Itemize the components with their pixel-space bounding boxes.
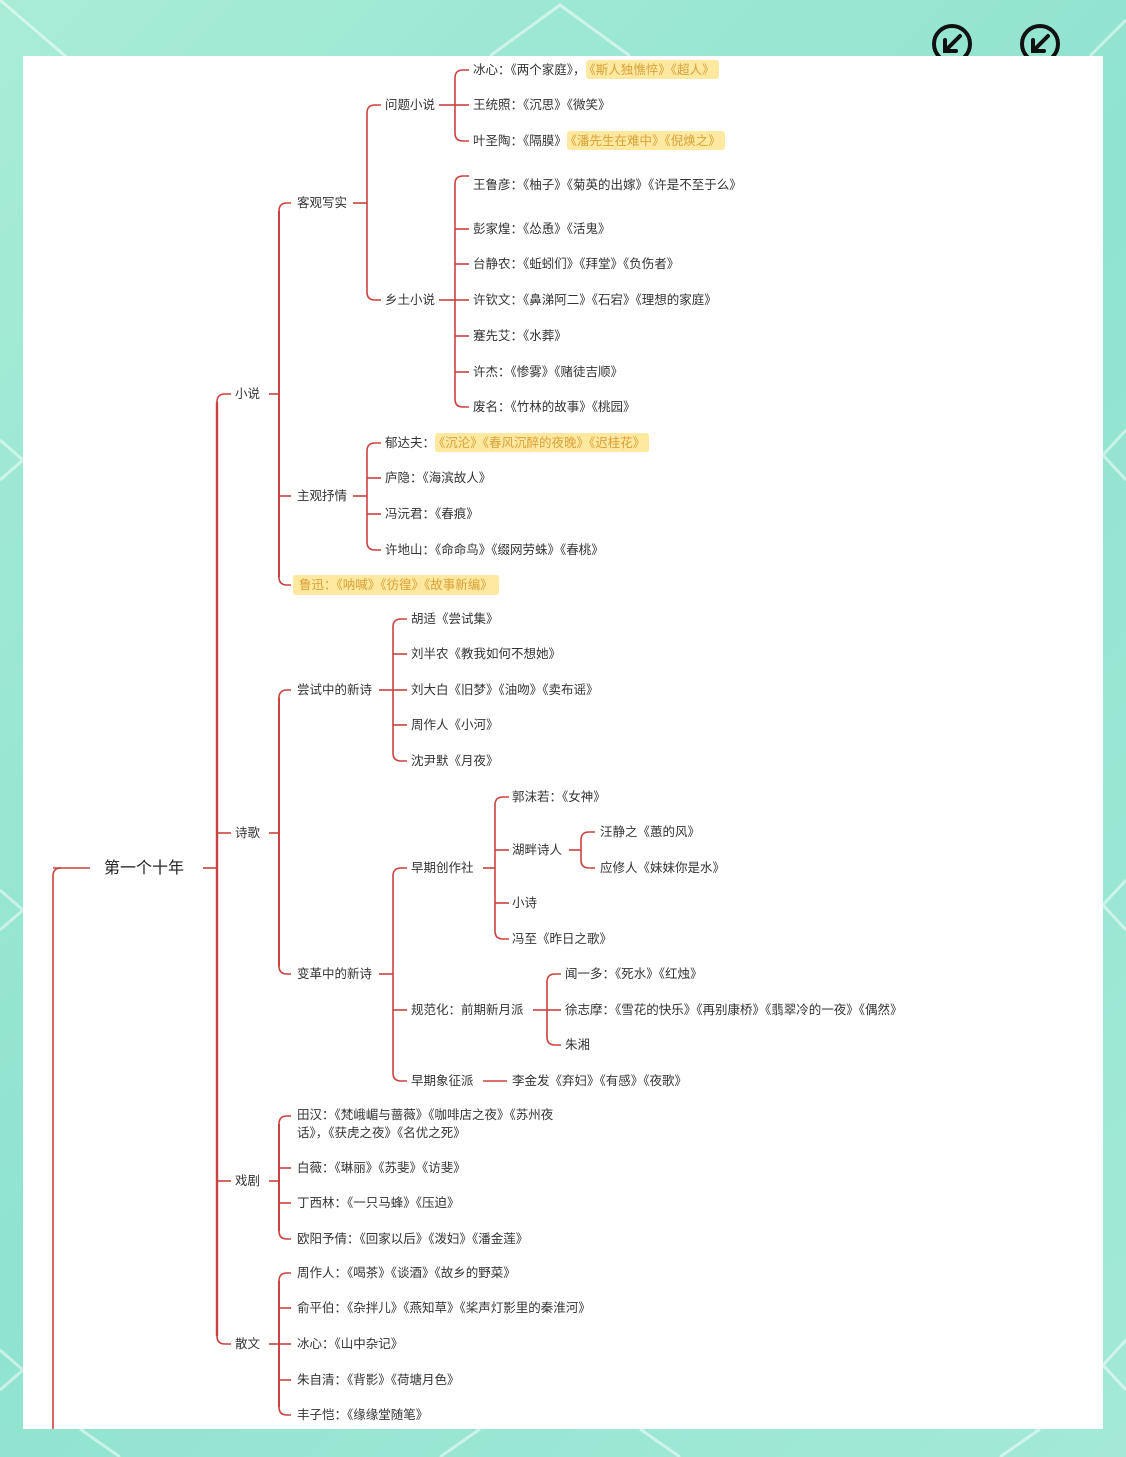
xiangtu-item-4: 蹇先艾：《水葬》 bbox=[473, 328, 567, 343]
shige-branch-0 bbox=[278, 689, 291, 699]
changshi-item-1: 刘半农《教我如何不想她》 bbox=[411, 646, 562, 661]
sanwen-branch-4 bbox=[278, 1406, 291, 1416]
zhuguan-branch-0 bbox=[366, 442, 381, 452]
wenti-branch-2 bbox=[454, 132, 469, 142]
wenti-item-0: 冰心：《两个家庭》，《斯人独憔悴》《超人》 bbox=[473, 60, 719, 79]
node-xiaoshi: 小诗 bbox=[512, 895, 538, 910]
hupan-branch-1 bbox=[580, 859, 595, 869]
sanwen-branch-0 bbox=[278, 1272, 291, 1282]
branch-xiju: 戏剧 bbox=[235, 1173, 261, 1188]
node-guomoruo: 郭沫若：《女神》 bbox=[512, 789, 606, 804]
hupan-branch-0 bbox=[580, 831, 595, 841]
guifan-item-1: 徐志摩：《雪花的快乐》《再别康桥》《翡翠冷的一夜》《偶然》 bbox=[565, 1002, 903, 1017]
chuangzao-branch-3 bbox=[494, 930, 509, 940]
guifan-item-2: 朱湘 bbox=[565, 1037, 591, 1052]
sanwen-item-2: 冰心：《山中杂记》 bbox=[297, 1336, 404, 1351]
xiangtu-branch-0 bbox=[454, 175, 469, 185]
zhuguan-item-3: 许地山：《命命鸟》《缀网劳蛛》《春桃》 bbox=[385, 542, 604, 557]
node-lijinfa: 李金发《弃妇》《有感》《夜歌》 bbox=[512, 1073, 688, 1088]
xiju-item-3: 欧阳予倩：《回家以后》《泼妇》《潘金莲》 bbox=[297, 1231, 529, 1246]
xiangtu-item-6: 废名：《竹林的故事》《桃园》 bbox=[473, 399, 636, 414]
hupan-item-0: 汪静之《蕙的风》 bbox=[600, 824, 701, 839]
keguan-branch-0 bbox=[366, 104, 381, 114]
node-zhuguan: 主观抒情 bbox=[297, 488, 348, 503]
sanwen-item-1: 俞平伯：《杂拌儿》《燕知草》《桨声灯影里的秦淮河》 bbox=[297, 1300, 591, 1315]
changshi-item-2: 刘大白《旧梦》《油吻》《卖布谣》 bbox=[411, 682, 599, 697]
root-branch-0 bbox=[216, 393, 231, 403]
zhuguan-branch-3 bbox=[366, 541, 381, 551]
xiju-branch-3 bbox=[278, 1230, 291, 1240]
node-chuangzao: 早期创作社 bbox=[411, 860, 474, 875]
changshi-branch-4 bbox=[392, 752, 407, 762]
chuangzao-branch-0 bbox=[494, 796, 509, 806]
node-keguan: 客观写实 bbox=[297, 195, 348, 210]
xiangtu-item-2: 台静农：《蚯蚓们》《拜堂》《负伤者》 bbox=[473, 256, 680, 271]
guifan-branch-2 bbox=[546, 1036, 561, 1046]
xiju-item-0: 田汉：《梵峨嵋与蔷薇》《咖啡店之夜》《苏州夜话》，《获虎之夜》《名优之死》 bbox=[297, 1107, 554, 1140]
keguan-branch-1 bbox=[366, 291, 381, 301]
biange-branch-2 bbox=[392, 1072, 407, 1082]
xiaoshuo-branch-2 bbox=[278, 576, 291, 586]
xiaoshuo-branch-0 bbox=[278, 202, 291, 212]
branch-xiaoshuo: 小说 bbox=[235, 386, 261, 401]
xiangtu-item-0: 王鲁彦：《柚子》《菊英的出嫁》《许是不至于么》 bbox=[473, 177, 742, 192]
biange-branch-0 bbox=[392, 867, 407, 877]
shige-branch-1 bbox=[278, 965, 291, 975]
changshi-item-3: 周作人《小河》 bbox=[411, 717, 499, 732]
wenti-item-2: 叶圣陶：《隔膜》《潘先生在难中》《倪焕之》 bbox=[473, 131, 725, 150]
node-changshi: 尝试中的新诗 bbox=[297, 682, 373, 697]
wenti-item-1: 王统照：《沉思》《微笑》 bbox=[473, 97, 611, 112]
guifan-branch-0 bbox=[546, 973, 561, 983]
sanwen-item-4: 丰子恺：《缘缘堂随笔》 bbox=[297, 1407, 429, 1422]
xiju-branch-0 bbox=[278, 1115, 291, 1125]
node-luxun: 鲁迅：《呐喊》《彷徨》《故事新编》 bbox=[293, 575, 499, 595]
sanwen-item-0: 周作人：《喝茶》《谈酒》《故乡的野菜》 bbox=[297, 1265, 516, 1280]
node-fengzhi: 冯至《昨日之歌》 bbox=[512, 931, 613, 946]
guifan-item-0: 闻一多：《死水》《红烛》 bbox=[565, 966, 703, 981]
branch-sanwen: 散文 bbox=[235, 1336, 261, 1351]
xiangtu-item-5: 许杰：《惨雾》《赌徒吉顺》 bbox=[473, 364, 624, 379]
node-biange: 变革中的新诗 bbox=[297, 966, 373, 981]
xiangtu-item-1: 彭家煌：《怂恿》《活鬼》 bbox=[473, 221, 611, 236]
node-xiangzheng: 早期象征派 bbox=[411, 1073, 474, 1088]
changshi-branch-0 bbox=[392, 618, 407, 628]
zhuguan-item-2: 冯沅君：《春痕》 bbox=[385, 506, 479, 521]
node-wenti: 问题小说 bbox=[385, 97, 436, 112]
changshi-item-4: 沈尹默《月夜》 bbox=[411, 753, 499, 768]
xiangtu-branch-6 bbox=[454, 398, 469, 408]
branch-shige: 诗歌 bbox=[235, 825, 261, 840]
xiju-item-1: 白薇：《琳丽》《苏斐》《访斐》 bbox=[297, 1160, 466, 1175]
node-xiangtu: 乡土小说 bbox=[385, 292, 436, 307]
node-hupan: 湖畔诗人 bbox=[512, 842, 563, 857]
wenti-branch-0 bbox=[454, 69, 469, 79]
node-guifan: 规范化：前期新月派 bbox=[411, 1002, 524, 1017]
root-branch-3 bbox=[216, 1335, 231, 1345]
xiangtu-item-3: 许钦文：《鼻涕阿二》《石宕》《理想的家庭》 bbox=[473, 292, 717, 307]
changshi-item-0: 胡适《尝试集》 bbox=[411, 611, 499, 626]
zhuguan-item-1: 庐隐：《海滨故人》 bbox=[385, 470, 492, 485]
sanwen-item-3: 朱自清：《背影》《荷塘月色》 bbox=[297, 1372, 460, 1387]
mindmap-connectors bbox=[52, 69, 595, 1429]
xiju-item-2: 丁西林：《一只马蜂》《压迫》 bbox=[297, 1195, 460, 1210]
root-node: 第一个十年 bbox=[104, 858, 185, 877]
hupan-item-1: 应修人《妹妹你是水》 bbox=[600, 860, 726, 875]
zhuguan-item-0: 郁达夫：《沉沦》《春风沉醉的夜晚》《迟桂花》 bbox=[385, 433, 650, 452]
root-spine bbox=[52, 867, 62, 1429]
mindmap-paper: 第一个十年 小说 诗歌 戏剧 散文 客观写实 问题小说 冰心：《两个家庭》，《斯… bbox=[23, 56, 1103, 1429]
